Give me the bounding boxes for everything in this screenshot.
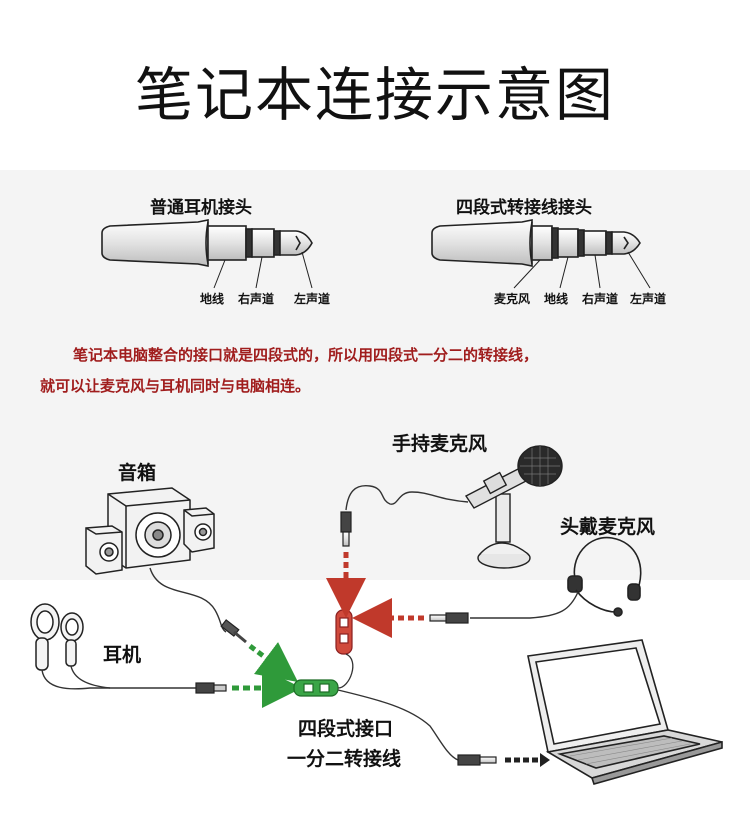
standard-plug-heading: 普通耳机接头 [150,198,252,218]
headset-mic-plug-icon [429,612,469,624]
note-line-2: 就可以让麦克风与耳机同时与电脑相连。 [40,377,311,395]
laptop-plug-icon [457,754,497,766]
earphones-icon [30,603,84,671]
earphone-plug-icon [195,682,227,694]
handheld-mic-cable [345,485,469,511]
speaker-arrow [248,642,298,682]
speakers-icon [85,487,215,575]
note-line-1: 笔记本电脑整合的接口就是四段式的，所以用四段式一分二的转接线， [73,346,539,364]
standard-right-label: 右声道 [238,292,275,306]
adapter-main-cable [337,689,459,761]
standard-plug-icon [101,219,313,267]
laptop-icon [527,639,723,785]
four-pole-right-label: 右声道 [582,292,619,306]
speakers-label: 音箱 [118,462,157,484]
headset-mic-icon [567,536,642,617]
speaker-plug-icon [220,619,247,644]
earphones-label: 耳机 [103,644,142,666]
page-title: 笔记本连接示意图 [134,61,615,129]
four-pole-plug-leaders [513,251,651,289]
adapter-label-line-1: 四段式接口 [298,718,394,740]
handheld-mic-label: 手持麦克风 [392,433,488,455]
earphone-cable [41,669,196,690]
standard-left-label: 左声道 [294,292,331,306]
handheld-mic-icon [464,445,563,569]
handheld-mic-plug-icon [340,511,352,547]
four-pole-plug-heading: 四段式转接线接头 [456,198,592,218]
adapter-red-jack-icon [335,609,353,655]
four-pole-plug-icon [431,219,641,267]
adapter-label-line-2: 一分二转接线 [287,748,402,770]
speaker-cable [149,567,227,633]
four-pole-ground-label: 地线 [544,292,569,306]
headset-mic-label: 头戴麦克风 [560,516,656,538]
four-pole-mic-label: 麦克风 [494,292,531,306]
headset-mic-cable [470,591,579,619]
standard-ground-label: 地线 [200,292,225,306]
four-pole-left-label: 左声道 [630,292,667,306]
standard-plug-leaders [213,251,313,289]
adapter-green-jack-icon [293,679,339,697]
